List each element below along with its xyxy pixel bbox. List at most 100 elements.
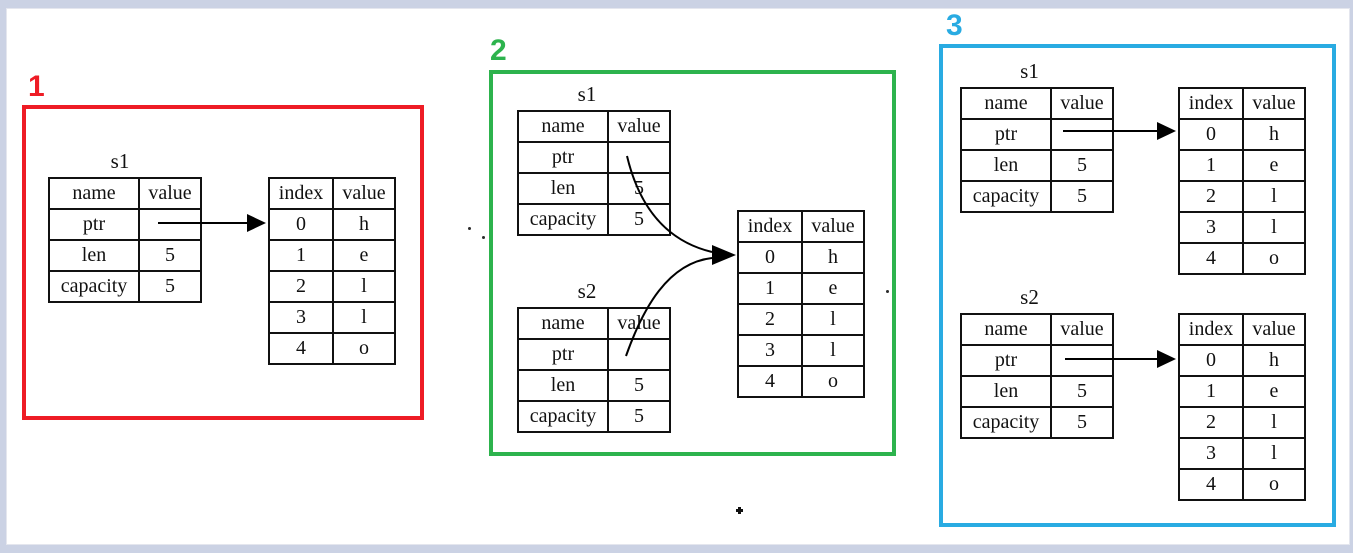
panel-2-label: 2 bbox=[490, 34, 507, 67]
table-cell: ptr bbox=[48, 208, 140, 241]
table-cell: 0 bbox=[1178, 344, 1244, 377]
table-cell: 5 bbox=[1050, 406, 1114, 439]
table-cell: l bbox=[1242, 180, 1306, 213]
table-cell: len bbox=[960, 375, 1052, 408]
column-header: name bbox=[960, 313, 1052, 346]
table-cell: l bbox=[1242, 406, 1306, 439]
column-header: value bbox=[1242, 313, 1306, 346]
table-cell: o bbox=[1242, 468, 1306, 501]
table-cell: l bbox=[801, 334, 865, 367]
table-cell: 0 bbox=[1178, 118, 1244, 151]
table-cell: len bbox=[517, 172, 609, 205]
table-cell: h bbox=[1242, 344, 1306, 377]
table-cell: 4 bbox=[1178, 242, 1244, 275]
table-cell: e bbox=[1242, 149, 1306, 182]
table-cell: l bbox=[332, 270, 396, 303]
table-cell: 1 bbox=[737, 272, 803, 305]
table-cell: l bbox=[1242, 437, 1306, 470]
column-header: index bbox=[1178, 313, 1244, 346]
stray-plus-mark bbox=[736, 507, 743, 514]
table-cell: l bbox=[1242, 211, 1306, 244]
panel-2-s1-title: s1 bbox=[577, 82, 597, 106]
table-cell: capacity bbox=[517, 203, 609, 236]
column-header: value bbox=[607, 110, 671, 143]
table-cell: o bbox=[801, 365, 865, 398]
table-cell: 2 bbox=[1178, 180, 1244, 213]
table-cell: 3 bbox=[737, 334, 803, 367]
table-cell bbox=[138, 208, 202, 241]
table-cell: 2 bbox=[737, 303, 803, 336]
table-cell: 5 bbox=[138, 239, 202, 272]
panel-1-label: 1 bbox=[28, 70, 45, 103]
table-cell: capacity bbox=[517, 400, 609, 433]
table-cell: 5 bbox=[1050, 149, 1114, 182]
table-cell: 0 bbox=[737, 241, 803, 274]
table-row: ptr bbox=[960, 344, 1114, 377]
table-cell: 5 bbox=[607, 369, 671, 402]
stray-dot bbox=[482, 236, 485, 239]
table-cell: 5 bbox=[1050, 180, 1114, 213]
table-cell: 5 bbox=[138, 270, 202, 303]
column-header: name bbox=[517, 110, 609, 143]
table-cell: 3 bbox=[268, 301, 334, 334]
table-row: ptr bbox=[960, 118, 1114, 151]
table-cell: 1 bbox=[268, 239, 334, 272]
panel-1-s1-title: s1 bbox=[110, 149, 130, 173]
table-cell: h bbox=[801, 241, 865, 274]
panel-2-frame bbox=[489, 70, 896, 456]
table-cell: ptr bbox=[517, 338, 609, 371]
table-cell: h bbox=[1242, 118, 1306, 151]
table-cell: 1 bbox=[1178, 375, 1244, 408]
panel-3-frame bbox=[939, 44, 1336, 527]
table-cell: ptr bbox=[517, 141, 609, 174]
table-cell: e bbox=[332, 239, 396, 272]
panel-3-s1-title: s1 bbox=[1020, 59, 1039, 83]
stray-dot bbox=[886, 290, 889, 293]
table-cell bbox=[607, 338, 671, 371]
column-header: value bbox=[138, 177, 202, 210]
table-cell: l bbox=[332, 301, 396, 334]
table-cell: o bbox=[1242, 242, 1306, 275]
table-cell: 4 bbox=[737, 365, 803, 398]
table-cell: capacity bbox=[48, 270, 140, 303]
table-cell: 3 bbox=[1178, 211, 1244, 244]
table-row: ptr bbox=[517, 141, 671, 174]
column-header: value bbox=[1242, 87, 1306, 120]
table-cell: 2 bbox=[1178, 406, 1244, 439]
column-header: index bbox=[268, 177, 334, 210]
table-cell: 5 bbox=[607, 172, 671, 205]
column-header: name bbox=[960, 87, 1052, 120]
table-cell: 3 bbox=[1178, 437, 1244, 470]
table-cell: l bbox=[801, 303, 865, 336]
table-cell bbox=[607, 141, 671, 174]
